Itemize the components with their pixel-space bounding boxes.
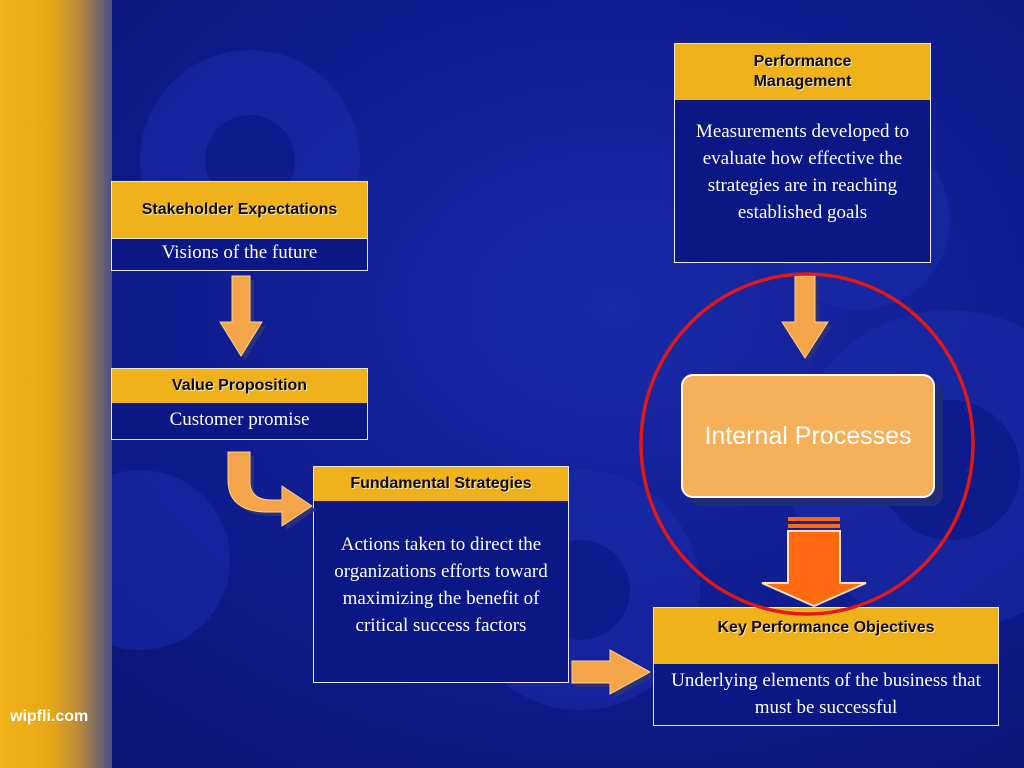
- performance-title: Performance Management: [675, 44, 930, 100]
- fundamental-box: Fundamental Strategies Actions taken to …: [313, 466, 569, 683]
- fundamental-body: Actions taken to direct the organization…: [334, 534, 548, 636]
- kpo-body: Underlying elements of the business that…: [671, 670, 981, 718]
- fundamental-title: Fundamental Strategies: [314, 467, 568, 501]
- arrow-down-stakeholder: [219, 275, 266, 360]
- kpo-box: Key Performance Objectives Underlying el…: [653, 607, 999, 726]
- value-prop-box: Value Proposition Customer promise: [111, 368, 368, 440]
- value-prop-title: Value Proposition: [112, 369, 367, 403]
- arrow-right-fundamental: [571, 649, 654, 698]
- performance-body: Measurements developed to evaluate how e…: [695, 121, 910, 223]
- highlight-circle: [639, 272, 975, 616]
- sidebar-band: wipfli.com: [0, 0, 112, 768]
- stakeholder-box: Stakeholder Expectations Visions of the …: [111, 181, 368, 271]
- arrow-down-performance: [781, 275, 832, 362]
- kpo-title: Key Performance Objectives: [654, 608, 998, 664]
- stakeholder-body: Visions of the future: [112, 238, 367, 271]
- arrow-down-internal: [761, 517, 867, 608]
- internal-processes-box: Internal Processes: [681, 374, 935, 498]
- performance-box: Performance Management Measurements deve…: [674, 43, 931, 263]
- arrow-curved-value-prop: [227, 451, 316, 530]
- brand-label: wipfli.com: [10, 708, 89, 725]
- value-prop-body: Customer promise: [169, 409, 310, 430]
- stakeholder-title: Stakeholder Expectations: [112, 182, 367, 238]
